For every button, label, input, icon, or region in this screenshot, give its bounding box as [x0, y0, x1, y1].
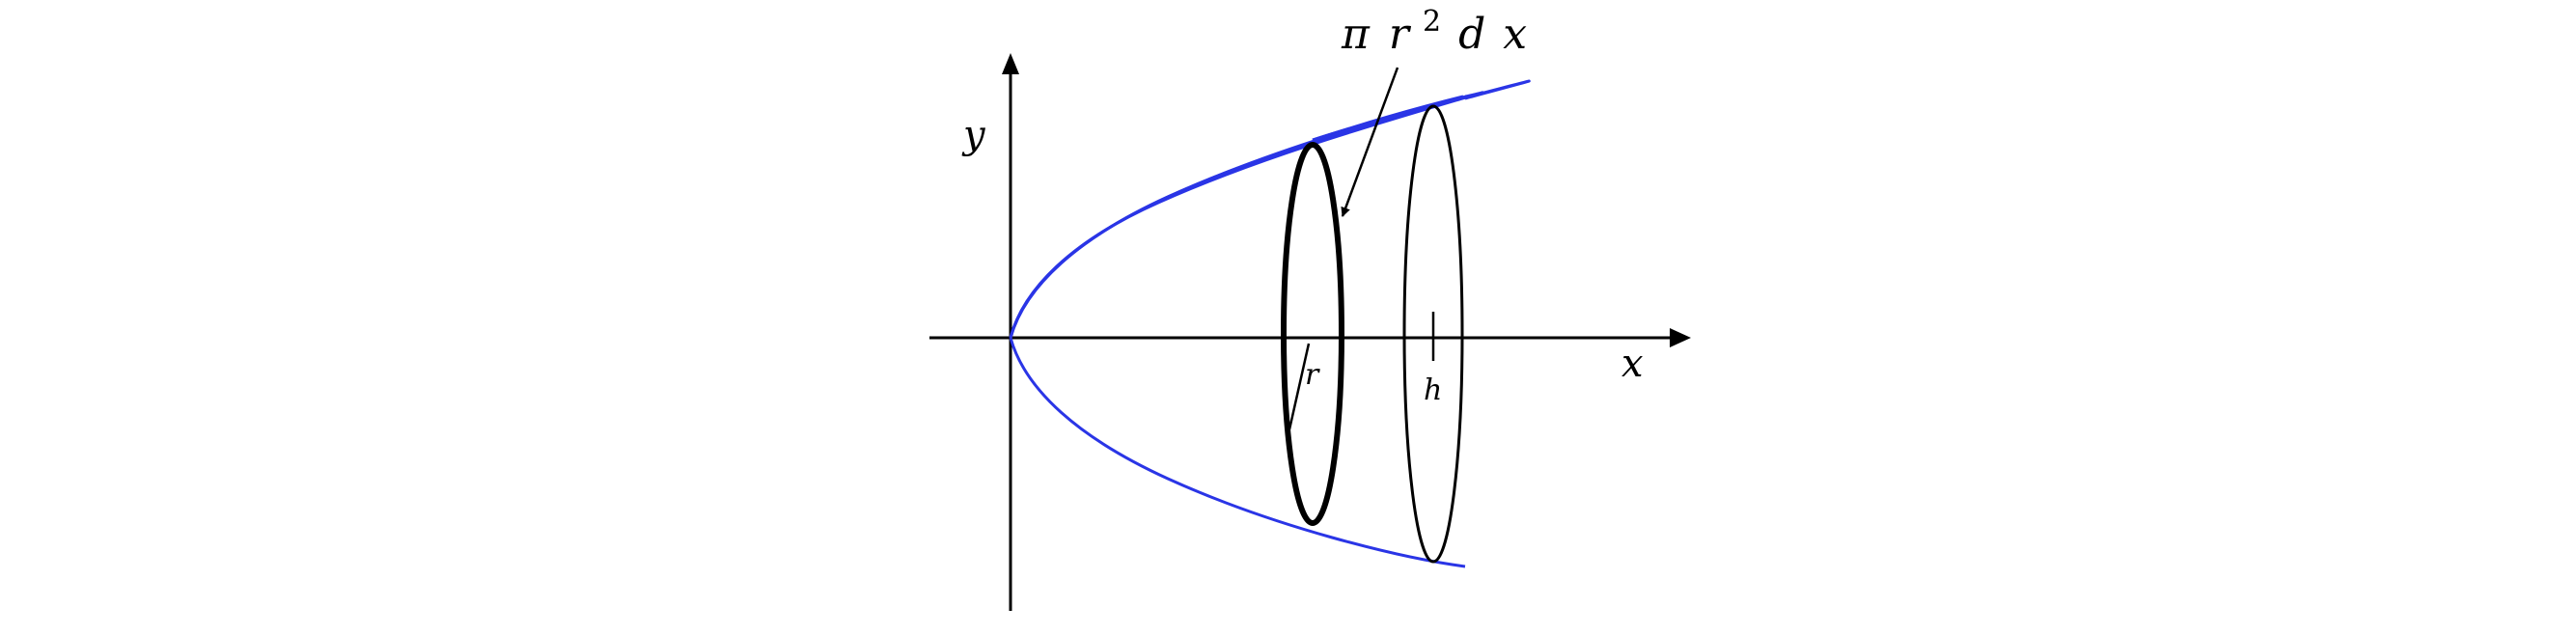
volume-d: d	[1458, 10, 1485, 59]
height-label: h	[1424, 373, 1442, 407]
x-axis-arrowhead	[1670, 328, 1691, 347]
x-axis-label: x	[1621, 342, 1644, 386]
parabola-upper-clean	[1009, 96, 1466, 339]
volume-exponent: 2	[1423, 5, 1441, 39]
disk-slice-thin	[1402, 104, 1464, 564]
volume-element-label: π r 2 d x	[1341, 0, 1527, 59]
radius-line	[1288, 343, 1311, 430]
volume-r: r	[1389, 10, 1412, 59]
parabola-lower-branch	[1009, 337, 1466, 568]
disk-slice-thick	[1281, 142, 1344, 526]
y-axis-arrowhead	[1002, 53, 1019, 74]
parabola-upper-branch-main	[1009, 91, 1484, 339]
volume-x: x	[1503, 10, 1527, 59]
volume-pointer-arrow	[1341, 67, 1399, 217]
volume-pi: π	[1341, 10, 1371, 59]
radius-label: r	[1305, 358, 1320, 392]
parabola-upper-branch	[1009, 79, 1531, 339]
y-axis-label: y	[961, 113, 986, 157]
